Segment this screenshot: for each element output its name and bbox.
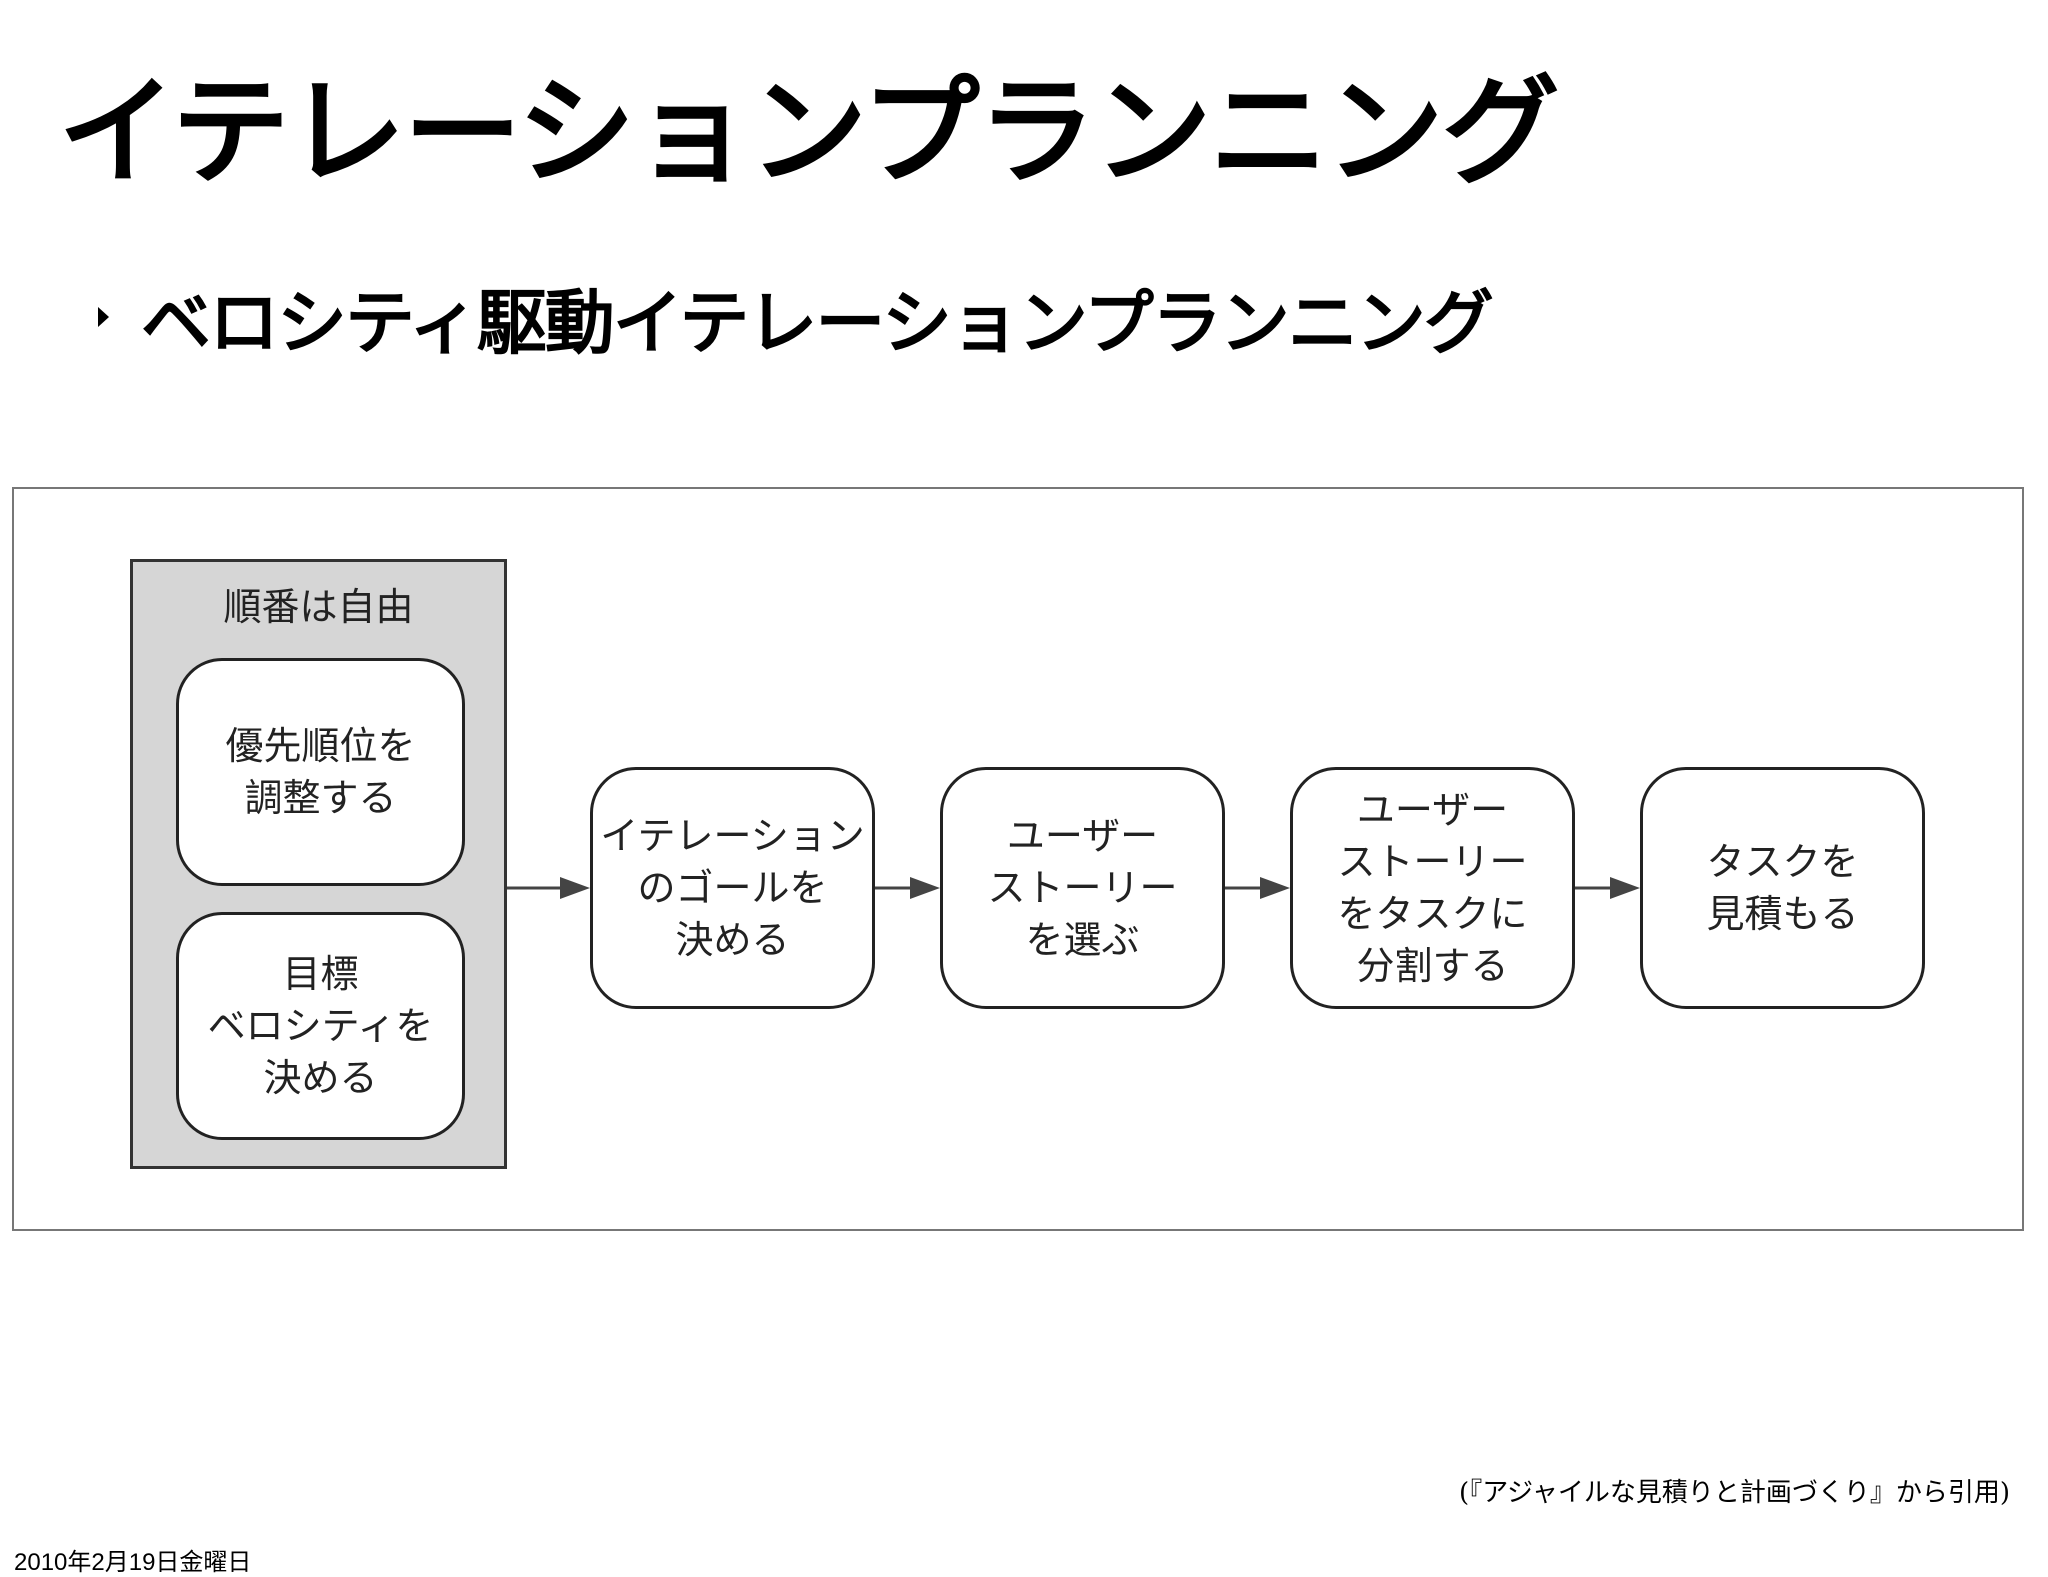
group-label: 順番は自由 xyxy=(223,585,414,629)
bullet-triangle-icon xyxy=(98,307,109,327)
unordered-group: 順番は自由 優先順位を 調整する 目標 ベロシティを 決める xyxy=(130,559,507,1169)
footer-date: 2010年2月19日金曜日 xyxy=(14,1549,252,1576)
citation: (『アジャイルな見積りと計画づくり』から引用) xyxy=(1459,1478,2010,1508)
arrow-2-head xyxy=(910,877,940,899)
bullet-text: ベロシティ駆動イテレーションプランニング xyxy=(141,280,1494,364)
bullet-item: ベロシティ駆動イテレーションプランニング xyxy=(98,272,1494,364)
arrow-4-head xyxy=(1610,877,1640,899)
node-split-tasks: ユーザー ストーリー をタスクに 分割する xyxy=(1290,767,1575,1009)
node-select-stories: ユーザー ストーリー を選ぶ xyxy=(940,767,1225,1009)
slide-title: イテレーションプランニング xyxy=(58,63,1560,201)
flow-diagram: 順番は自由 優先順位を 調整する 目標 ベロシティを 決める イテレーション の… xyxy=(12,487,2024,1231)
node-estimate-tasks: タスクを 見積もる xyxy=(1640,767,1925,1009)
node-adjust-priority: 優先順位を 調整する xyxy=(176,658,465,886)
node-target-velocity: 目標 ベロシティを 決める xyxy=(176,912,465,1140)
arrow-3-head xyxy=(1260,877,1290,899)
node-iteration-goal: イテレーション のゴールを 決める xyxy=(590,767,875,1009)
arrow-1-head xyxy=(560,877,590,899)
flow-arrows xyxy=(507,877,1640,899)
